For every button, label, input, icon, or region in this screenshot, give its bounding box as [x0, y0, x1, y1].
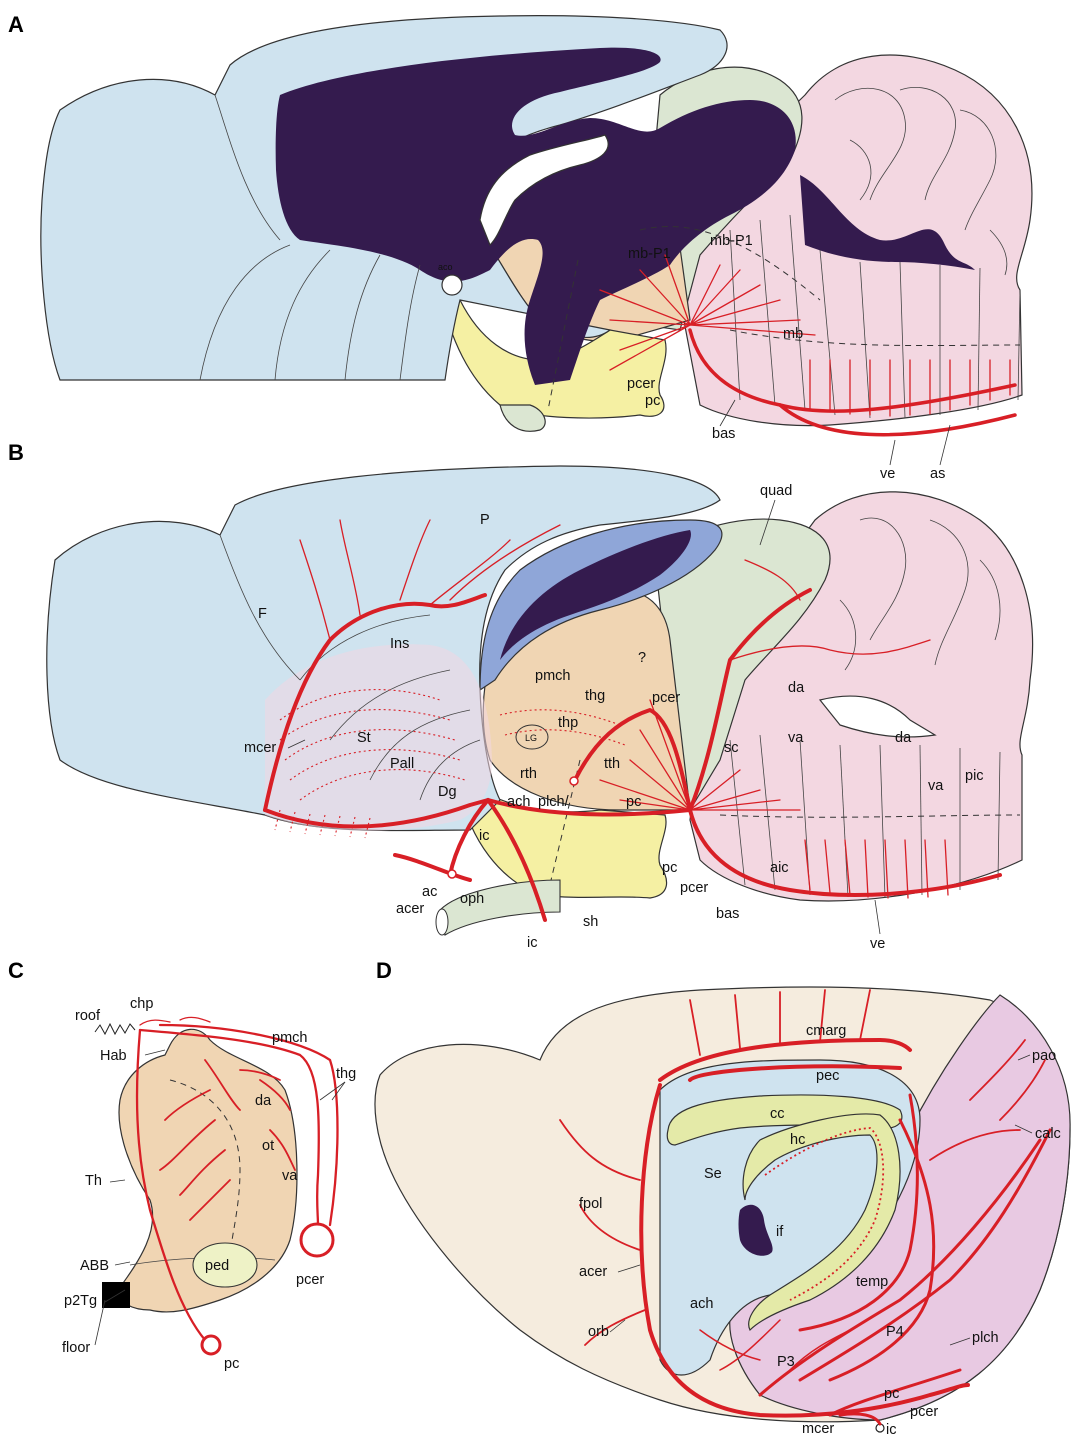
label-ic-top: ic [479, 828, 489, 844]
label-st: St [357, 730, 371, 746]
label-bas: bas [712, 426, 735, 442]
label-oph: oph [460, 891, 484, 907]
label-aco: aco [438, 262, 453, 272]
label-roof: roof [75, 1008, 101, 1024]
label-pcer-d: pcer [910, 1404, 938, 1420]
label-thp: thp [558, 715, 578, 731]
panel-a: A [8, 12, 1032, 482]
label-temp: temp [856, 1274, 888, 1290]
label-ac: ac [422, 884, 437, 900]
label-lg: LG [525, 733, 537, 743]
label-ic-d: ic [886, 1422, 896, 1438]
label-p2tg: p2Tg [64, 1293, 97, 1309]
label-acer-d: acer [579, 1264, 607, 1280]
panel-c-pcer-ring [301, 1224, 333, 1256]
label-mb-p1-a: mb-P1 [628, 246, 671, 262]
panel-b-pcer-stub [570, 777, 578, 785]
label-mb-p1-b: mb-P1 [710, 233, 753, 249]
panel-d-label: D [376, 958, 392, 983]
label-plch: plch/ [538, 794, 570, 810]
panel-c-roof-wavy [95, 1024, 135, 1034]
label-ic-bottom: ic [527, 935, 537, 951]
label-p4: P4 [886, 1324, 904, 1340]
label-pc: pc [645, 393, 660, 409]
label-bas-b: bas [716, 906, 739, 922]
label-aic: aic [770, 860, 789, 876]
panel-c-pc-ring [202, 1336, 220, 1354]
label-pec: pec [816, 1068, 839, 1084]
label-as: as [930, 466, 945, 482]
label-pc-mid: pc [626, 794, 641, 810]
label-tth: tth [604, 756, 620, 772]
label-mb: mb [783, 326, 803, 342]
label-sc: sc [724, 740, 739, 756]
label-pic: pic [965, 768, 984, 784]
panel-b: B [8, 440, 1033, 952]
label-if: if [776, 1224, 784, 1240]
label-ach: ach [507, 794, 530, 810]
label-p3: P3 [777, 1354, 795, 1370]
label-va-1: va [788, 730, 804, 746]
label-question: ? [638, 650, 646, 666]
label-sh: sh [583, 914, 598, 930]
panel-d: D cmarg pao pec cc hc [375, 958, 1070, 1438]
label-pc-low: pc [662, 860, 677, 876]
label-pc-d: pc [884, 1386, 899, 1402]
label-pcer-top: pcer [652, 690, 680, 706]
label-calc: calc [1035, 1126, 1061, 1142]
label-hc: hc [790, 1132, 805, 1148]
label-p: P [480, 512, 490, 528]
label-acer: acer [396, 901, 424, 917]
label-ach-d: ach [690, 1296, 713, 1312]
label-chp: chp [130, 996, 153, 1012]
label-abb: ABB [80, 1258, 109, 1274]
label-pcer: pcer [627, 376, 655, 392]
label-fpol: fpol [579, 1196, 602, 1212]
label-da-2: da [895, 730, 912, 746]
label-pao: pao [1032, 1048, 1056, 1064]
label-plch-d: plch [972, 1330, 999, 1346]
label-mcer-d: mcer [802, 1421, 834, 1437]
label-pmch: pmch [535, 668, 570, 684]
label-pmch-c: pmch [272, 1030, 307, 1046]
label-pcer-low: pcer [680, 880, 708, 896]
panel-b-label: B [8, 440, 24, 465]
label-th: Th [85, 1173, 102, 1189]
label-hab: Hab [100, 1048, 127, 1064]
label-da-1: da [788, 680, 805, 696]
label-pc-c: pc [224, 1356, 239, 1372]
label-mcer: mcer [244, 740, 276, 756]
label-ins: Ins [390, 636, 409, 652]
label-pcer-c: pcer [296, 1272, 324, 1288]
label-pall: Pall [390, 756, 414, 772]
label-ve-b: ve [870, 936, 885, 952]
label-se: Se [704, 1166, 722, 1182]
label-quad: quad [760, 483, 792, 499]
panel-c: C roof chp pmch Hab thg da ot va Th ABB … [8, 958, 356, 1372]
label-da-c: da [255, 1093, 272, 1109]
label-cc: cc [770, 1106, 785, 1122]
panel-c-label: C [8, 958, 24, 983]
label-thg-c: thg [336, 1066, 356, 1082]
label-va-2: va [928, 778, 944, 794]
label-floor: floor [62, 1340, 90, 1356]
label-ot: ot [262, 1138, 274, 1154]
label-ve: ve [880, 466, 895, 482]
panel-b-ac-stub [448, 870, 456, 878]
panel-a-mammillary [500, 405, 545, 431]
label-rth: rth [520, 766, 537, 782]
label-f: F [258, 606, 267, 622]
label-thg: thg [585, 688, 605, 704]
panel-b-striatum [265, 644, 492, 830]
panel-a-label: A [8, 12, 24, 37]
label-cmarg: cmarg [806, 1023, 846, 1039]
label-va-c: va [282, 1168, 298, 1184]
label-orb: orb [588, 1324, 609, 1340]
label-ped: ped [205, 1258, 229, 1274]
label-dg: Dg [438, 784, 457, 800]
panel-a-aco-marker [442, 275, 462, 295]
